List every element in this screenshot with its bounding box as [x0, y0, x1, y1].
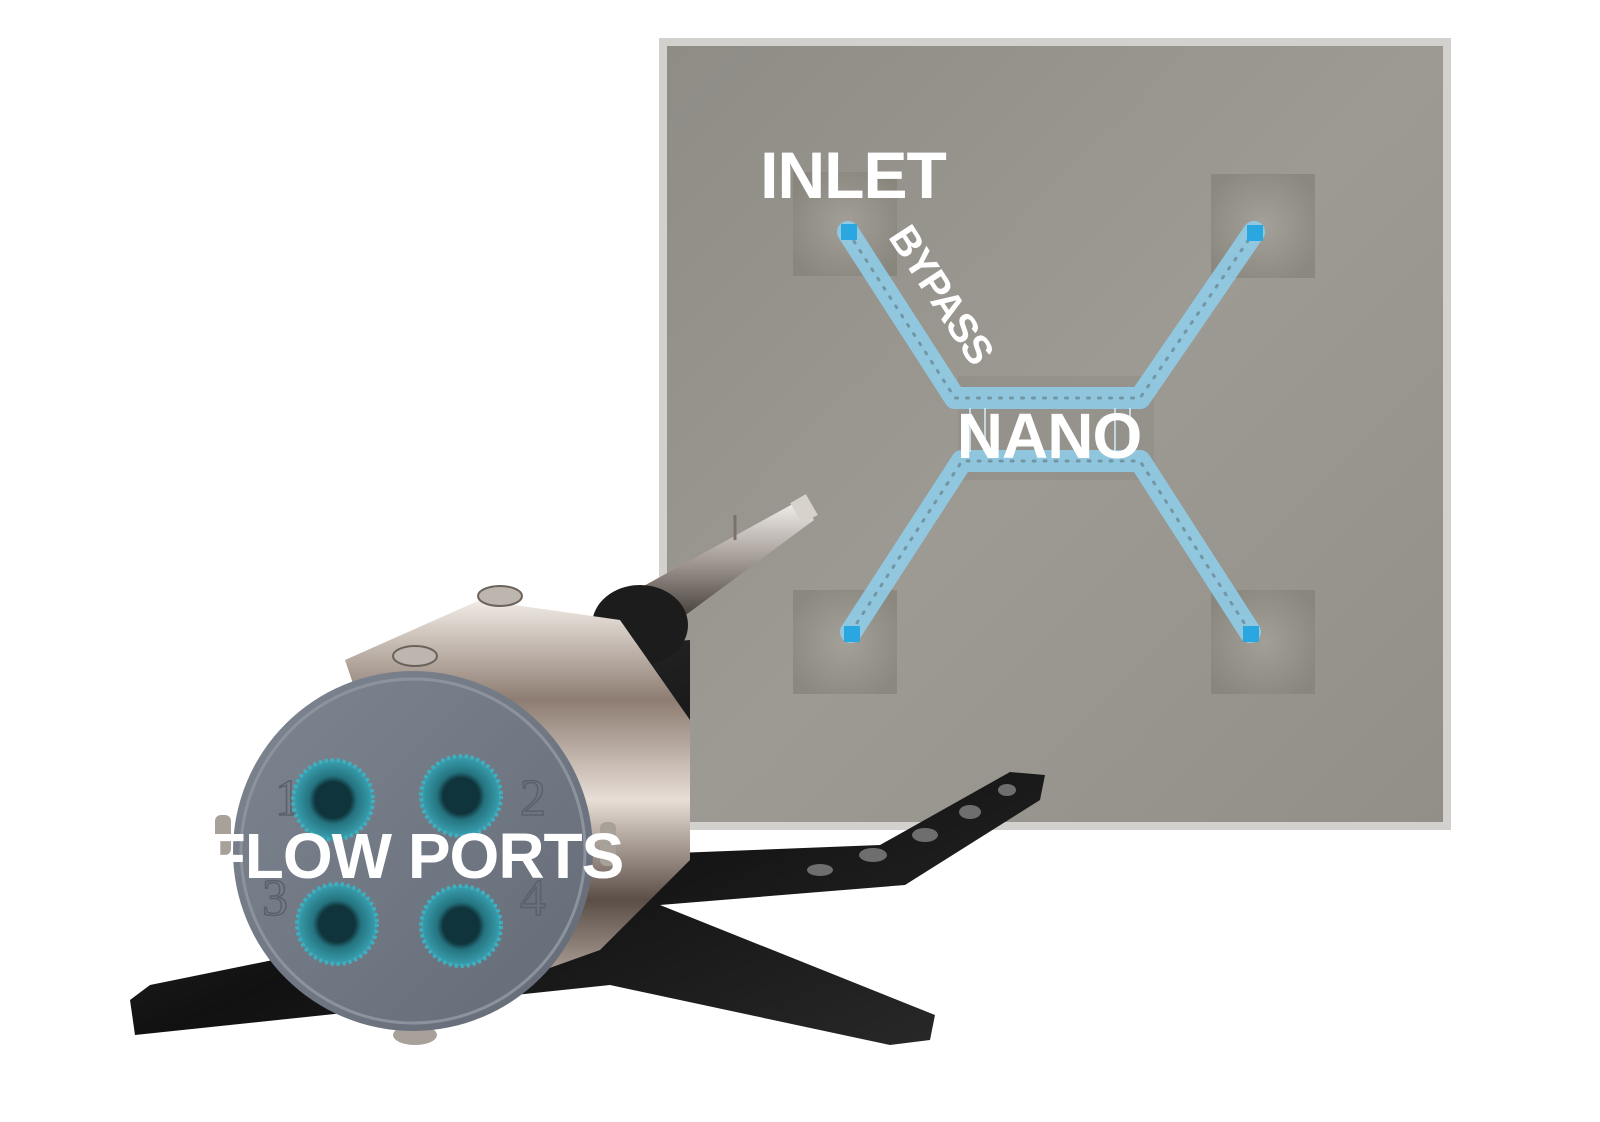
fitting-4 — [419, 884, 503, 968]
fitting-1 — [291, 758, 375, 842]
fitting-3 — [295, 882, 379, 966]
port-number-3: 3 — [262, 870, 288, 927]
fitting-2 — [419, 754, 503, 838]
stand-arm-holes — [807, 784, 1016, 876]
port-dots — [841, 224, 1263, 642]
flow-ports-label: FLOW PORTS — [207, 820, 624, 892]
screw-top-front — [392, 645, 438, 667]
port-number-2: 2 — [520, 770, 546, 827]
holder-tip — [790, 494, 818, 524]
screw-top-back — [477, 585, 523, 607]
screw-right — [600, 822, 616, 866]
end-cap-rim — [239, 677, 587, 1025]
channel-pillars — [846, 230, 1256, 634]
inlet-port-dot — [841, 224, 857, 240]
port-dot-bottom-right — [1243, 626, 1259, 642]
screw-left — [215, 815, 231, 855]
port-number-4: 4 — [520, 870, 546, 927]
chip-holder: 1 2 3 4 FLOW PORTS — [207, 494, 818, 1045]
nano-label: NANO — [957, 400, 1141, 472]
port-dot-bottom-left — [844, 626, 860, 642]
nanochannel-array — [969, 408, 1131, 452]
chip: INLET BYPASS NANO — [659, 38, 1451, 830]
port-dot-top-right — [1247, 225, 1263, 241]
inlet-label: INLET — [760, 138, 946, 212]
